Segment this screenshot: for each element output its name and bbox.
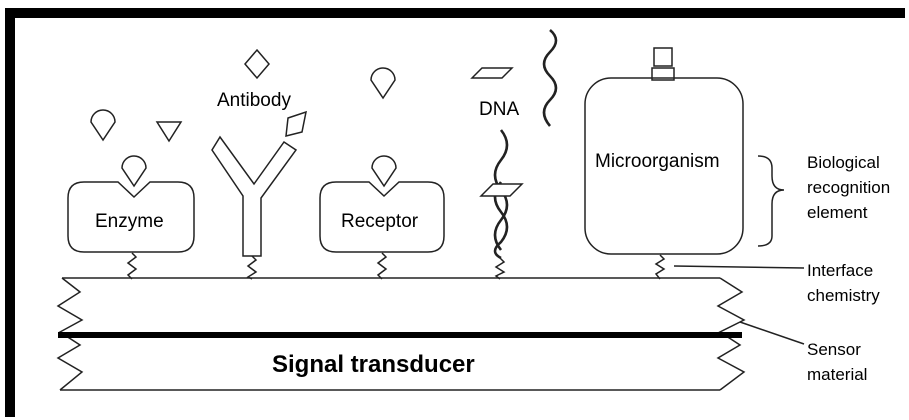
- recognition-bracket: [757, 155, 785, 247]
- annotation-lines: [673, 155, 805, 345]
- enzyme-linker-icon: [126, 252, 138, 280]
- receptor-label: Receptor: [341, 211, 419, 232]
- dna-linker-icon: [494, 257, 506, 280]
- receptor-linker-icon: [376, 252, 388, 280]
- antibody-label: Antibody: [217, 90, 291, 111]
- outer-frame: [5, 8, 905, 417]
- dna-element: [470, 29, 558, 280]
- receptor-ligand-icon: [371, 155, 397, 188]
- surface-antigen-icon: [653, 47, 673, 67]
- triangle-shape-icon: [155, 121, 183, 143]
- surface-receptor-icon: [651, 67, 675, 81]
- receptor-element: [319, 67, 445, 280]
- signal-transducer-label: Signal transducer: [272, 351, 475, 378]
- biological-recognition-element-label: Biological recognition element: [807, 153, 891, 222]
- enzyme-label: Enzyme: [95, 211, 164, 232]
- antigen-diamond-icon: [244, 48, 270, 80]
- microorganism-linker-icon: [654, 254, 666, 280]
- antigen-square-icon: [285, 110, 307, 137]
- dna-probe-strand-icon: [470, 67, 514, 79]
- antibody-element: [211, 48, 307, 280]
- sensor-material-label: Sensor material: [807, 340, 868, 384]
- microorganism-element: [584, 47, 744, 280]
- antibody-linker-icon: [246, 255, 258, 280]
- interface-chemistry-label: Interface chemistry: [807, 261, 880, 305]
- enzyme-substrate-icon: [121, 155, 147, 188]
- dna-free-strand-icon: [542, 29, 558, 127]
- microorganism-label: Microorganism: [595, 151, 720, 172]
- dna-label: DNA: [479, 99, 520, 120]
- drop-shape-icon: [370, 67, 396, 100]
- drop-shape-icon: [90, 109, 116, 142]
- enzyme-element: [67, 109, 195, 280]
